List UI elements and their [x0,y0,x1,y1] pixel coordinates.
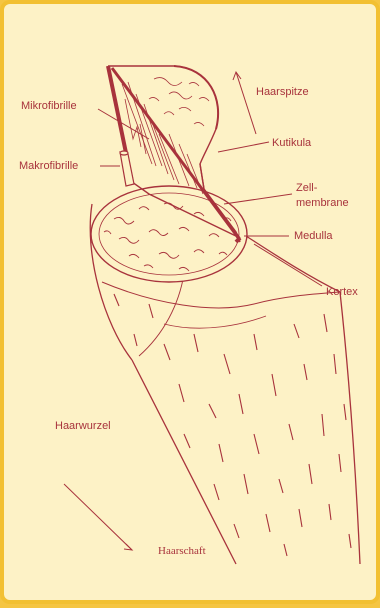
label-medulla: Medulla [294,230,333,243]
label-kortex: Kortex [326,286,358,299]
label-kutikula: Kutikula [272,137,311,150]
macrofibril [120,151,134,186]
label-mikrofibrille: Mikrofibrille [21,100,77,113]
label-haarwurzel: Haarwurzel [55,420,111,433]
hair-structure-illustration [4,4,380,608]
label-haarschaft: Haarschaft [158,545,206,558]
shaft-texture [114,294,351,556]
cross-section [91,186,247,282]
label-zellmembrane-line2: membrane [296,197,349,210]
label-makrofibrille: Makrofibrille [19,160,78,173]
label-zellmembrane-line1: Zell- [296,182,317,195]
label-haarspitze: Haarspitze [256,86,309,99]
